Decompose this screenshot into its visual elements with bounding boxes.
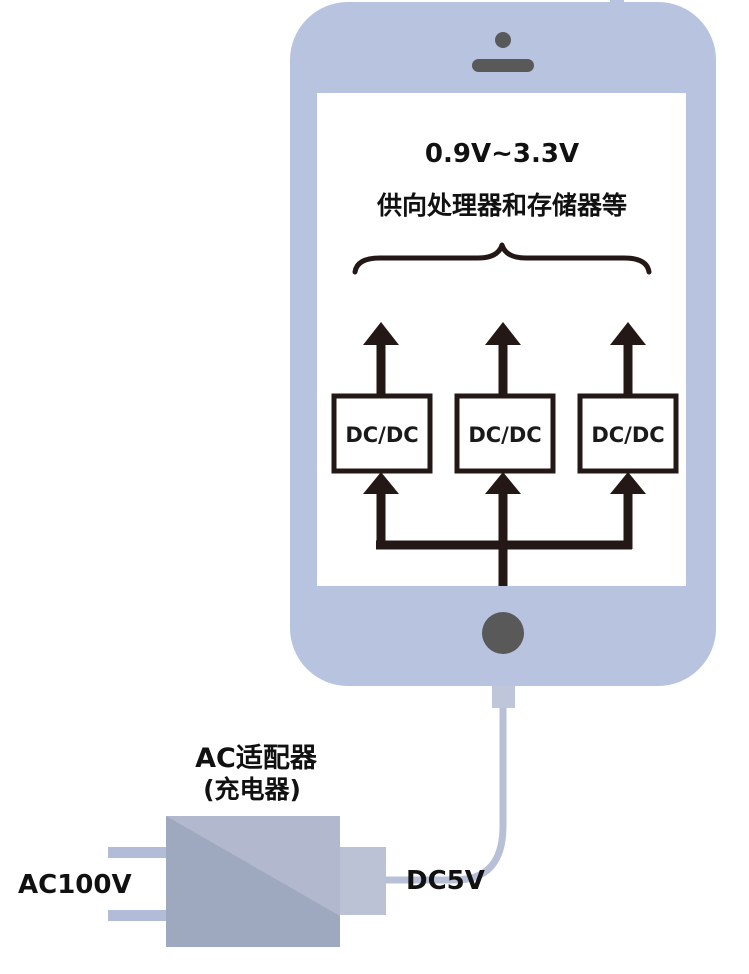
adapter-prong-top	[108, 847, 168, 858]
dcdc-label-2: DC/DC	[468, 423, 541, 447]
input-arrowhead-2	[485, 472, 521, 494]
dc-output-label: DC5V	[406, 866, 485, 896]
input-arrowhead-1	[363, 472, 399, 494]
charging-port-connector	[492, 686, 515, 708]
voltage-range-label: 0.9V~3.3V	[425, 139, 579, 169]
speaker-slot-icon	[472, 59, 534, 72]
output-arrows	[363, 322, 646, 395]
curly-brace	[352, 242, 652, 275]
output-arrow-3	[610, 322, 646, 395]
dcdc-label-3: DC/DC	[591, 423, 664, 447]
input-distribution-lines	[363, 472, 646, 586]
output-arrow-2	[485, 322, 521, 395]
dcdc-converter-1: DC/DC	[331, 393, 433, 474]
adapter-subtitle: (充电器)	[203, 775, 301, 804]
front-camera-icon	[495, 32, 511, 48]
dcdc-converter-3: DC/DC	[577, 393, 679, 474]
ac-adapter	[108, 816, 386, 947]
output-arrow-1	[363, 322, 399, 395]
adapter-title: AC适配器	[195, 743, 318, 774]
charging-cable	[386, 708, 507, 884]
dcdc-label-1: DC/DC	[345, 423, 418, 447]
adapter-prong-bottom	[108, 910, 168, 921]
adapter-body-shade	[166, 816, 340, 947]
ac-input-label: AC100V	[18, 870, 132, 900]
dcdc-converter-2: DC/DC	[454, 393, 556, 474]
home-button-icon	[482, 612, 524, 654]
input-arrowhead-3	[610, 472, 646, 494]
supply-target-label: 供向处理器和存储器等	[376, 191, 627, 220]
adapter-output-tip	[340, 847, 386, 915]
